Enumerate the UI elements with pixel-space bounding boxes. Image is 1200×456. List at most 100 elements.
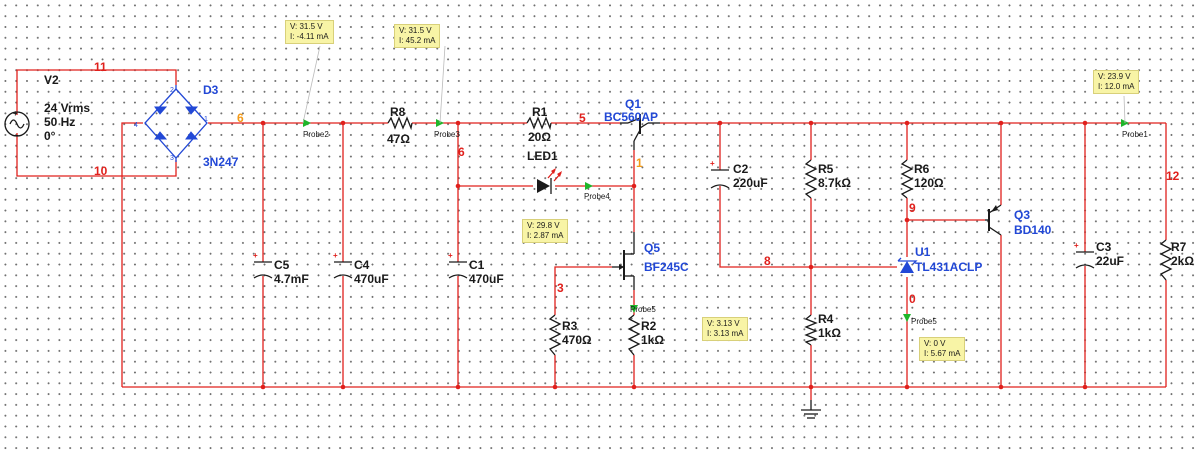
q1-name: Q1 <box>625 97 641 111</box>
q3-part: BD140 <box>1014 223 1052 237</box>
d3-pin-3: 3 <box>170 155 174 162</box>
resistor-r7[interactable]: R7 2kΩ <box>1159 239 1194 281</box>
svg-text:+: + <box>333 251 338 260</box>
c2-value: 220uF <box>733 176 768 190</box>
capacitor-c2[interactable]: + C2 220uF <box>710 159 768 190</box>
r7-value: 2kΩ <box>1171 254 1194 268</box>
net-label-6: 6 <box>458 145 465 159</box>
r2-value: 1kΩ <box>641 333 664 347</box>
net-label-3: 3 <box>557 281 564 295</box>
q5-name: Q5 <box>644 241 660 255</box>
r8-value: 47Ω <box>387 132 410 146</box>
resistor-r4[interactable]: R4 1kΩ <box>804 312 841 346</box>
d3-name: D3 <box>203 83 219 97</box>
v2-phase: 0° <box>44 129 56 143</box>
net-label-0: 0 <box>909 292 916 306</box>
r5-value: 8.7kΩ <box>818 176 851 190</box>
c2-name: C2 <box>733 162 749 176</box>
capacitor-c1[interactable]: + C1 470uF <box>448 251 504 286</box>
resistor-r8[interactable]: R8 47Ω <box>387 105 413 146</box>
measurement-probe2: V: 31.5 V I: -4.11 mA <box>285 20 334 44</box>
r6-value: 120Ω <box>914 176 944 190</box>
net-label-10: 10 <box>94 164 108 178</box>
svg-text:Probe1: Probe1 <box>1122 130 1148 139</box>
measurement-probe4: V: 29.8 V I: 2.87 mA <box>522 219 569 243</box>
junctions <box>260 120 1088 390</box>
svg-text:Probe2: Probe2 <box>303 130 329 139</box>
d3-pin-2: 2 <box>170 87 174 94</box>
wires <box>16 69 1167 400</box>
q1-part: BC560AP <box>604 110 658 124</box>
r3-name: R3 <box>562 319 578 333</box>
svg-text:Probe5: Probe5 <box>911 317 937 326</box>
c3-value: 22uF <box>1096 254 1124 268</box>
probe-5-u1[interactable]: Probe5 <box>903 314 937 326</box>
measurement-probe5-q5: V: 3.13 V I: 3.13 mA <box>702 317 749 341</box>
v2-value: 24 Vrms <box>44 101 90 115</box>
d3-pin-4: 4 <box>134 122 138 129</box>
resistor-r2[interactable]: R2 1kΩ <box>627 314 664 356</box>
regulator-u1[interactable]: U1 TL431ACLP <box>897 245 982 274</box>
led1-name: LED1 <box>527 149 558 163</box>
measurement-probe1: V: 23.9 V I: 12.0 mA <box>1093 70 1140 94</box>
u1-part: TL431ACLP <box>915 260 982 274</box>
capacitor-c3[interactable]: + C3 22uF <box>1074 240 1124 269</box>
c1-value: 470uF <box>469 272 504 286</box>
r3-value: 470Ω <box>562 333 592 347</box>
probe-5-q5[interactable]: Probe5 <box>630 305 656 314</box>
u1-name: U1 <box>915 245 931 259</box>
bridge-rectifier-d3[interactable]: 2 4 1 3 D3 3N247 <box>134 83 239 169</box>
measurement-probe3: V: 31.5 V I: 45.2 mA <box>394 24 441 48</box>
capacitor-c5[interactable]: + C5 4.7mF <box>253 251 309 286</box>
probe-2[interactable]: Probe2 <box>303 119 329 139</box>
svg-text:+: + <box>13 109 18 118</box>
net-label-8: 8 <box>764 254 771 268</box>
r5-name: R5 <box>818 162 834 176</box>
led-led1[interactable]: LED1 <box>527 149 562 194</box>
v2-name: V2 <box>44 73 59 87</box>
svg-text:+: + <box>253 251 258 260</box>
svg-text:+: + <box>448 251 453 260</box>
resistor-r6[interactable]: R6 120Ω <box>900 159 944 199</box>
measurement-probe5-u1: V: 0 V I: 5.67 mA <box>919 337 966 361</box>
c5-name: C5 <box>274 258 290 272</box>
resistor-r3[interactable]: R3 470Ω <box>548 314 592 356</box>
r7-name: R7 <box>1171 240 1187 254</box>
q5-part: BF245C <box>644 260 689 274</box>
net-label-11: 11 <box>94 60 107 74</box>
probe-leaders <box>302 45 1126 124</box>
r8-name: R8 <box>390 105 406 119</box>
d3-part: 3N247 <box>203 155 239 169</box>
c5-value: 4.7mF <box>274 272 309 286</box>
r1-name: R1 <box>532 105 548 119</box>
svg-text:Probe3: Probe3 <box>434 130 460 139</box>
transistor-q3[interactable]: Q3 BD140 <box>985 204 1052 237</box>
c3-name: C3 <box>1096 240 1112 254</box>
r1-value: 20Ω <box>528 130 551 144</box>
resistor-r5[interactable]: R5 8.7kΩ <box>804 159 851 199</box>
svg-text:Probe4: Probe4 <box>584 192 610 201</box>
net-label-5: 5 <box>579 111 586 125</box>
q3-name: Q3 <box>1014 208 1030 222</box>
c4-name: C4 <box>354 258 370 272</box>
transistor-q5[interactable]: Q5 BF245C <box>612 232 689 290</box>
net-label-12: 12 <box>1166 169 1180 183</box>
transistor-q1[interactable]: Q1 BC560AP <box>604 97 660 150</box>
probe-4[interactable]: Probe4 <box>584 182 610 201</box>
net-label-9: 9 <box>909 201 916 215</box>
ground-symbol <box>801 400 821 419</box>
net-label-6-orange: 6 <box>237 111 244 125</box>
source-v2[interactable]: + − V2 24 Vrms 50 Hz 0° <box>4 73 90 143</box>
r4-name: R4 <box>818 312 834 326</box>
r4-value: 1kΩ <box>818 326 841 340</box>
svg-text:+: + <box>1074 241 1079 250</box>
capacitor-c4[interactable]: + C4 470uF <box>333 251 389 286</box>
c4-value: 470uF <box>354 272 389 286</box>
net-label-1: 1 <box>636 156 643 170</box>
v2-freq: 50 Hz <box>44 115 75 129</box>
resistor-r1[interactable]: R1 20Ω <box>526 105 552 144</box>
r2-name: R2 <box>641 319 657 333</box>
svg-text:Probe5: Probe5 <box>630 305 656 314</box>
c1-name: C1 <box>469 258 485 272</box>
